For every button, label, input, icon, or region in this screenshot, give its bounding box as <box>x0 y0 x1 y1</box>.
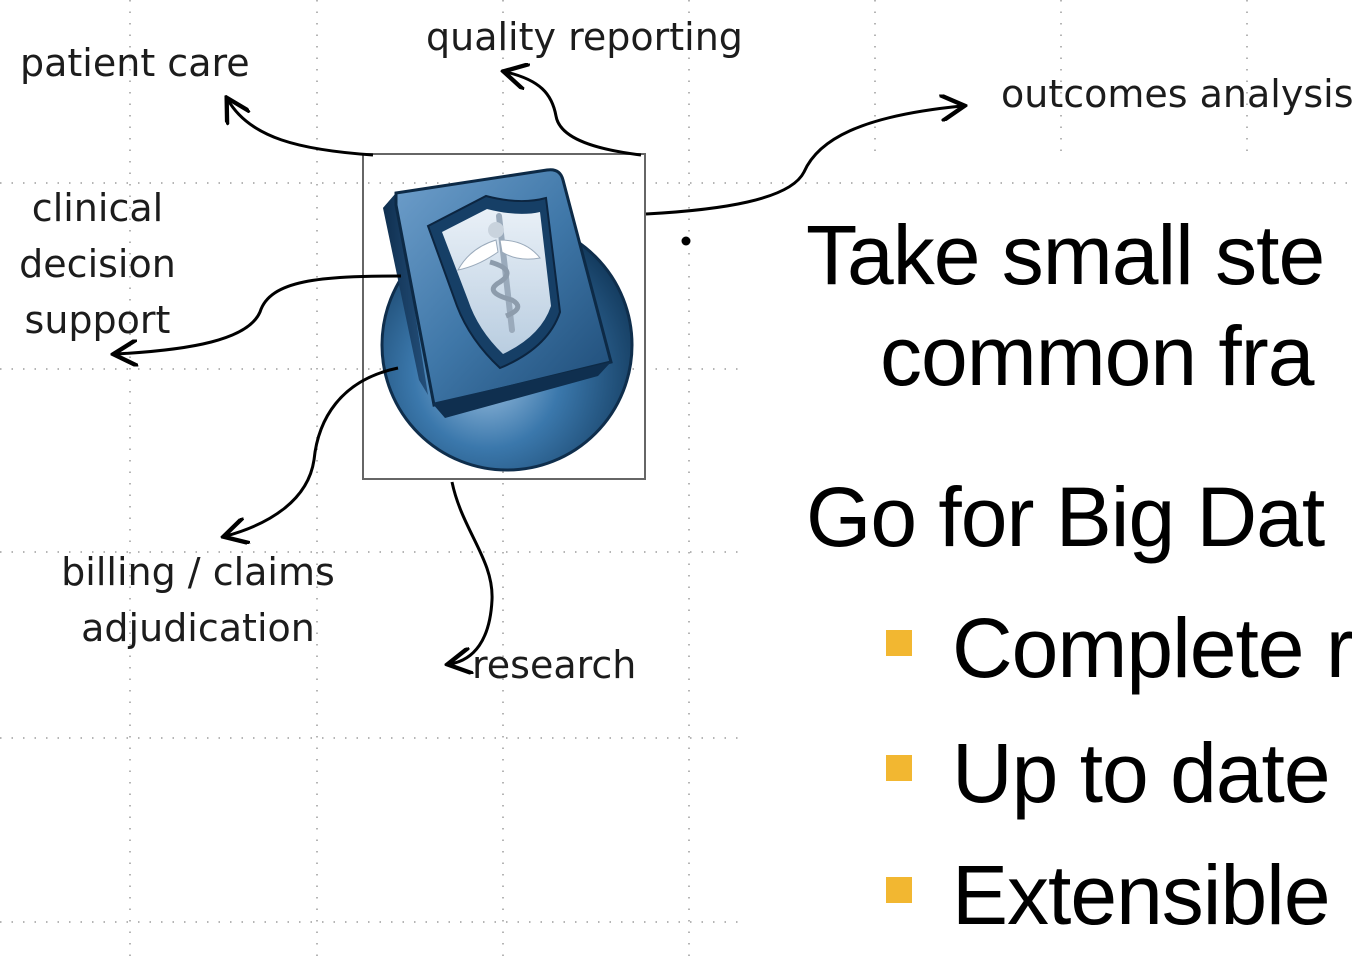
connector-arrows <box>116 72 962 664</box>
arrow-billing <box>226 366 399 536</box>
slide-line-go-for-big-data: Go for Big Dat <box>806 470 1325 564</box>
medical-caduceus-icon <box>380 168 634 472</box>
label-billing-claims: billing / claims <box>61 550 335 594</box>
label-quality-reporting: quality reporting <box>426 15 743 59</box>
label-patient-care: patient care <box>20 41 250 85</box>
bullet-text: Complete re <box>952 601 1352 695</box>
bullet-text: Up to date <box>952 726 1331 820</box>
arrow-research <box>450 481 494 664</box>
bullet-square-icon <box>886 877 912 903</box>
label-support: support <box>24 298 171 342</box>
arrow-clinical-decision <box>116 274 402 354</box>
label-outcomes-analysis: outcomes analysis <box>1001 72 1352 116</box>
anchor-dot <box>681 236 691 246</box>
slide-line-take-small-steps: Take small ste <box>806 208 1325 302</box>
arrow-quality-reporting <box>506 72 642 157</box>
label-billing-claims-adjudication: billing / claims adjudication <box>50 544 346 656</box>
arrow-outcomes-analysis <box>645 106 962 216</box>
label-clinical: clinical <box>31 186 164 230</box>
slide-line-common-framework: common fra <box>880 309 1314 403</box>
label-decision: decision <box>19 242 176 286</box>
bullet-text: Extensible <box>952 848 1331 942</box>
bullet-square-icon <box>886 755 912 781</box>
label-clinical-decision-support: clinical decision support <box>10 180 185 348</box>
center-frame <box>362 153 646 480</box>
bullet-square-icon <box>886 630 912 656</box>
label-research: research <box>472 643 637 687</box>
arrow-patient-care <box>228 100 374 157</box>
label-adjudication: adjudication <box>81 606 315 650</box>
